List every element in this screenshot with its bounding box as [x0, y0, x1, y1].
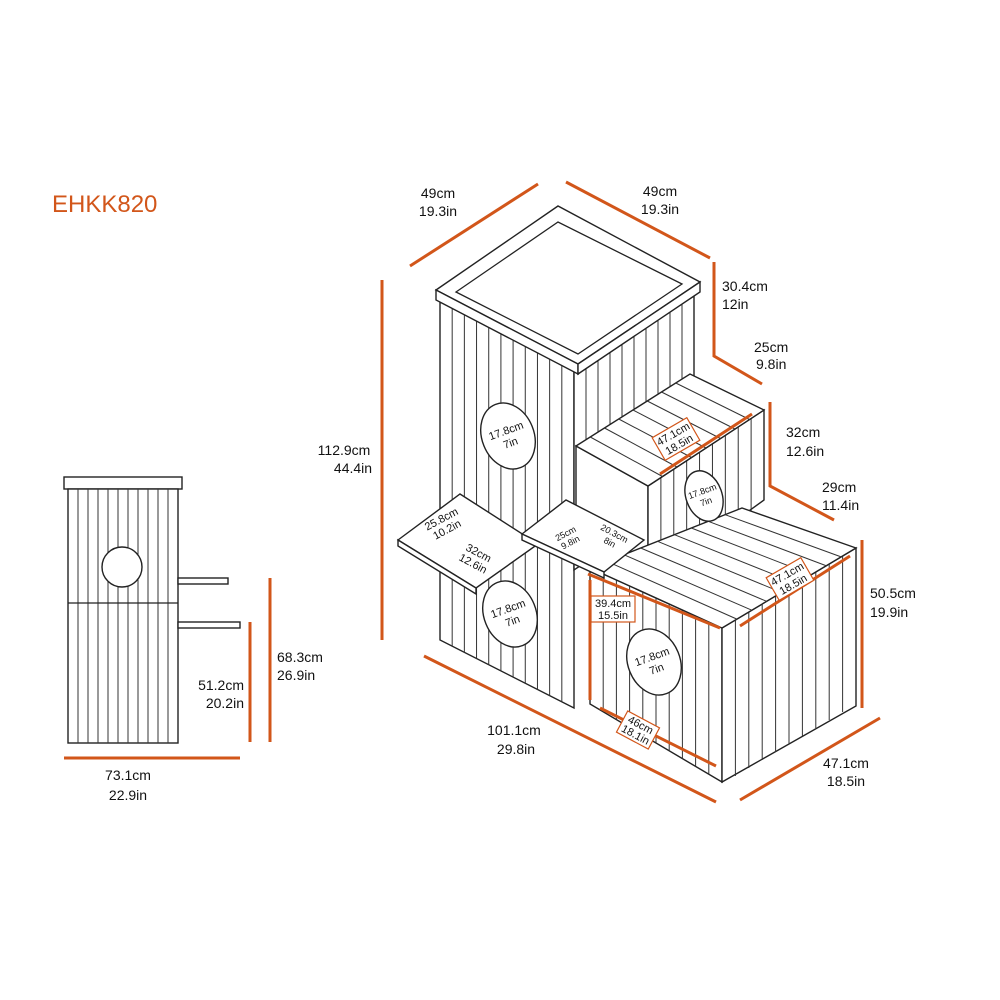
label-door-height: 39.4cm 15.5in — [590, 595, 636, 623]
entrance-hole-lower-right — [626, 628, 682, 696]
shelf-small-edge — [521, 532, 605, 580]
dim-door-in: 15.5in — [598, 610, 628, 622]
side-view-roof — [63, 476, 183, 490]
dim-step1-height-cm: 32cm — [786, 424, 820, 440]
dim-base-depth-in: 18.5in — [827, 773, 865, 789]
shelf-large-edge — [397, 538, 477, 596]
lower-top-slat — [606, 560, 738, 620]
dim-small-shelf-b-in: 8in — [602, 535, 617, 549]
side-view-shelf-lower — [177, 621, 241, 629]
dim-line-mid-top — [659, 412, 753, 476]
model-label: EHKK820 — [52, 191, 157, 218]
dim-top-right-cm: 49cm — [643, 183, 677, 199]
roof-inset — [454, 221, 684, 355]
dim-line-base-depth — [739, 716, 881, 802]
dim-lower-height-in: 19.9in — [870, 604, 908, 620]
dim-step1-height-in: 12.6in — [786, 443, 824, 459]
dim-step1-depth-cm: 25cm — [754, 339, 788, 355]
dim-step1-depth-in: 9.8in — [756, 356, 786, 372]
entrance-hole-lower-left — [482, 580, 538, 648]
dim-side-shelf-cm: 51.2cm — [198, 677, 244, 693]
dim-step2-depth-in: 11.4in — [822, 497, 859, 513]
dim-side-shelf-in: 20.2in — [206, 695, 244, 711]
side-view-hole — [101, 546, 143, 588]
dim-total-length-cm: 101.1cm — [487, 722, 541, 738]
dim-total-height-in: 44.4in — [334, 460, 372, 476]
dim-top-box-in: 12in — [722, 296, 748, 312]
dim-hole-top-in: 7in — [502, 435, 520, 451]
isometric-view — [396, 205, 858, 784]
side-view-slats — [77, 489, 169, 743]
dim-door-cm: 39.4cm — [595, 598, 631, 610]
dim-top-right-in: 19.3in — [641, 201, 679, 217]
middle-top-slat — [590, 436, 663, 477]
label-low-top-width: 47.1cm 18.5in — [765, 556, 815, 602]
lower-box-slats — [602, 556, 844, 776]
dim-line-total-length — [423, 654, 717, 804]
dim-side-height-cm: 68.3cm — [277, 649, 323, 665]
entrance-hole-top — [480, 402, 536, 470]
dim-step2-depth-cm: 29cm — [822, 479, 856, 495]
lower-top-slat — [640, 547, 767, 602]
roof-edge-right — [577, 280, 701, 376]
lower-box-top-slats — [606, 514, 842, 620]
dim-hole-low-left-in: 7in — [504, 613, 522, 629]
entrance-hole-middle — [684, 470, 724, 522]
dim-top-left-cm: 49cm — [421, 185, 455, 201]
dim-line-low-top-front — [587, 572, 721, 630]
lower-top-slat — [724, 514, 842, 558]
dim-total-length-in: 29.8in — [497, 741, 535, 757]
dim-line-top-box — [712, 262, 763, 386]
dim-side-width-cm: 73.1cm — [105, 767, 151, 783]
dim-hole-mid-in: 7in — [699, 495, 714, 509]
middle-top-slat — [675, 382, 750, 420]
middle-top-slat — [661, 391, 736, 430]
dim-line-front-width — [599, 706, 717, 768]
side-view — [63, 476, 241, 744]
dim-hole-low-right-in: 7in — [648, 661, 666, 677]
dim-base-depth-cm: 47.1cm — [823, 755, 869, 771]
lower-top-slat — [657, 540, 782, 593]
dim-top-box-cm: 30.4cm — [722, 278, 768, 294]
dim-side-width-in: 22.9in — [109, 787, 147, 803]
dim-line-top-width-right — [565, 180, 711, 260]
dimension-lines — [380, 180, 881, 804]
dim-top-left-in: 19.3in — [419, 203, 457, 219]
side-view-shelf-upper — [177, 577, 229, 585]
dim-line-top-width-left — [409, 182, 539, 268]
dim-line-step1 — [768, 402, 835, 522]
lower-top-slat — [708, 520, 827, 567]
side-view-body — [67, 488, 179, 744]
lower-top-slat — [623, 554, 752, 611]
dim-total-height-cm: 112.9cm — [318, 442, 371, 458]
dim-lower-height-cm: 50.5cm — [870, 585, 916, 601]
dim-side-height-in: 26.9in — [277, 667, 315, 683]
